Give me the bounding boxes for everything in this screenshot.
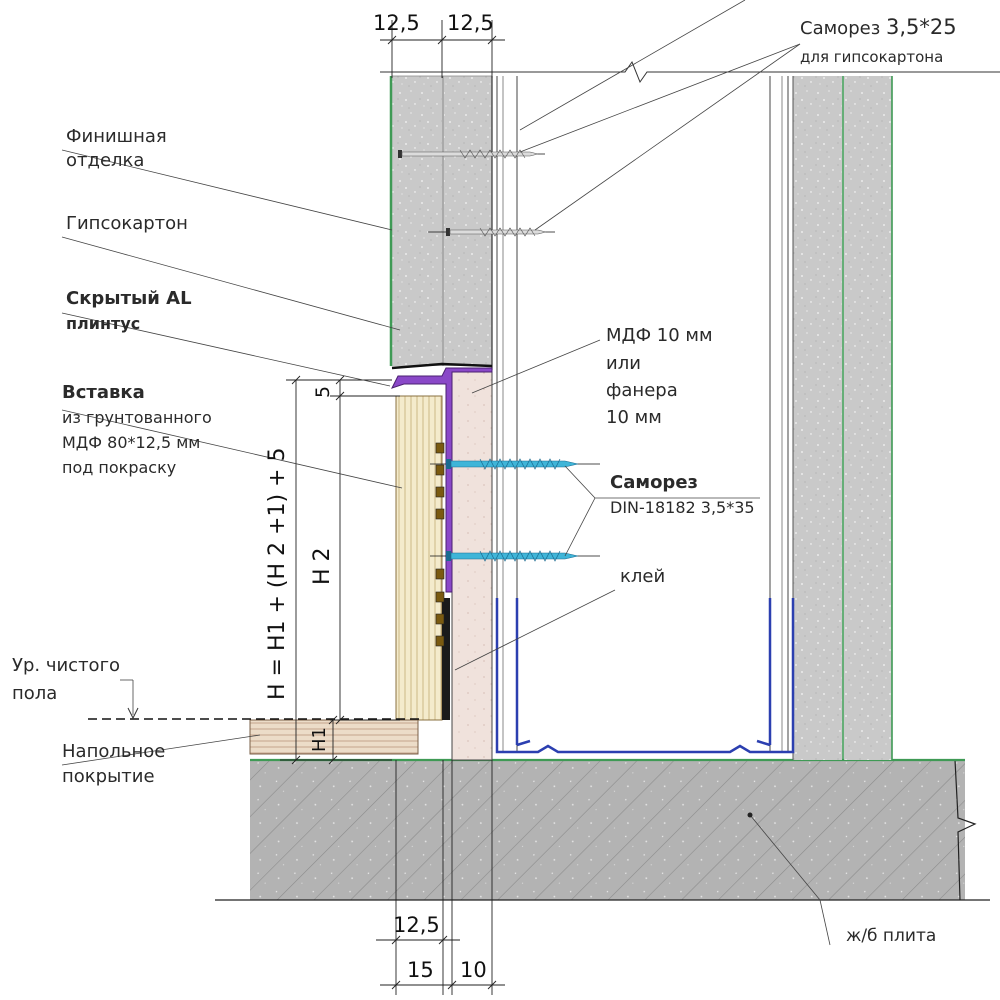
dim-top-right: 12,5 (447, 11, 494, 35)
label-screw-top: Саморез 3,5*25 (800, 15, 957, 39)
drywall-layer-inner (444, 76, 492, 366)
guide-profile-blue (495, 598, 795, 754)
label-mdf-1: МДФ 10 мм (606, 325, 713, 346)
label-floor-level-2: пола (12, 683, 57, 704)
label-screw-din-1: Саморез (610, 472, 698, 493)
label-glue: клей (620, 566, 665, 587)
drywall-screw-lower (428, 227, 555, 237)
dim-gap-5: 5 (312, 386, 334, 398)
label-slab: ж/б плита (846, 926, 936, 946)
break-mark-top (380, 60, 1000, 84)
label-hidden-plinth-1: Скрытый AL (66, 288, 192, 309)
glue-dabs (435, 442, 445, 647)
plinth-black-edge (391, 362, 493, 370)
label-insert-2: из грунтованного (62, 408, 212, 427)
dim-bottom-15: 15 (407, 958, 434, 982)
label-insert-3: МДФ 80*12,5 мм (62, 433, 200, 452)
dim-h1: H1 (309, 727, 330, 752)
label-drywall: Гипсокартон (66, 213, 188, 234)
concrete-slab (250, 760, 965, 900)
leader-lines (61, 0, 831, 946)
dim-top-left: 12,5 (373, 11, 420, 35)
floor-covering (249, 719, 419, 755)
label-mdf-4: 10 мм (606, 407, 662, 428)
drywall-right-outer (844, 76, 892, 760)
dim-h2: H 2 (310, 547, 335, 585)
label-screw-top-sub: для гипсокартона (800, 48, 943, 66)
floor-level-arrow (127, 707, 139, 720)
label-insert-1: Вставка (62, 382, 145, 403)
dimension-lines (280, 20, 505, 995)
dim-formula: H = H1 + (H 2 +1) + 5 (265, 448, 290, 700)
label-floor-covering-2: покрытие (62, 766, 155, 787)
drywall-layer-outer (392, 76, 442, 366)
slab-leader-dot (747, 812, 753, 818)
label-screw-din-2: DIN-18182 3,5*35 (610, 498, 755, 517)
drywall-right-inner (793, 76, 842, 760)
label-hidden-plinth-2: плинтус (66, 314, 140, 333)
label-insert-4: под покраску (62, 458, 176, 477)
hidden-al-plinth (391, 367, 493, 593)
label-finish-1: Финишная (66, 126, 167, 147)
label-floor-level-1: Ур. чистого (12, 655, 120, 676)
label-mdf-3: фанера (606, 380, 678, 401)
label-floor-covering-1: Напольное (62, 741, 165, 762)
din-screw-upper (430, 458, 600, 470)
din-screw-lower (430, 550, 600, 562)
slab-break-mark (954, 759, 977, 901)
mdf-insert (395, 395, 443, 721)
label-finish-2: отделка (66, 150, 144, 171)
mdf-board (451, 371, 493, 761)
drywall-screw-upper (398, 149, 545, 159)
label-mdf-2: или (606, 353, 641, 374)
glue-strip (442, 598, 450, 720)
dim-bottom-10: 10 (460, 958, 487, 982)
dim-bottom-12-5: 12,5 (393, 913, 440, 937)
